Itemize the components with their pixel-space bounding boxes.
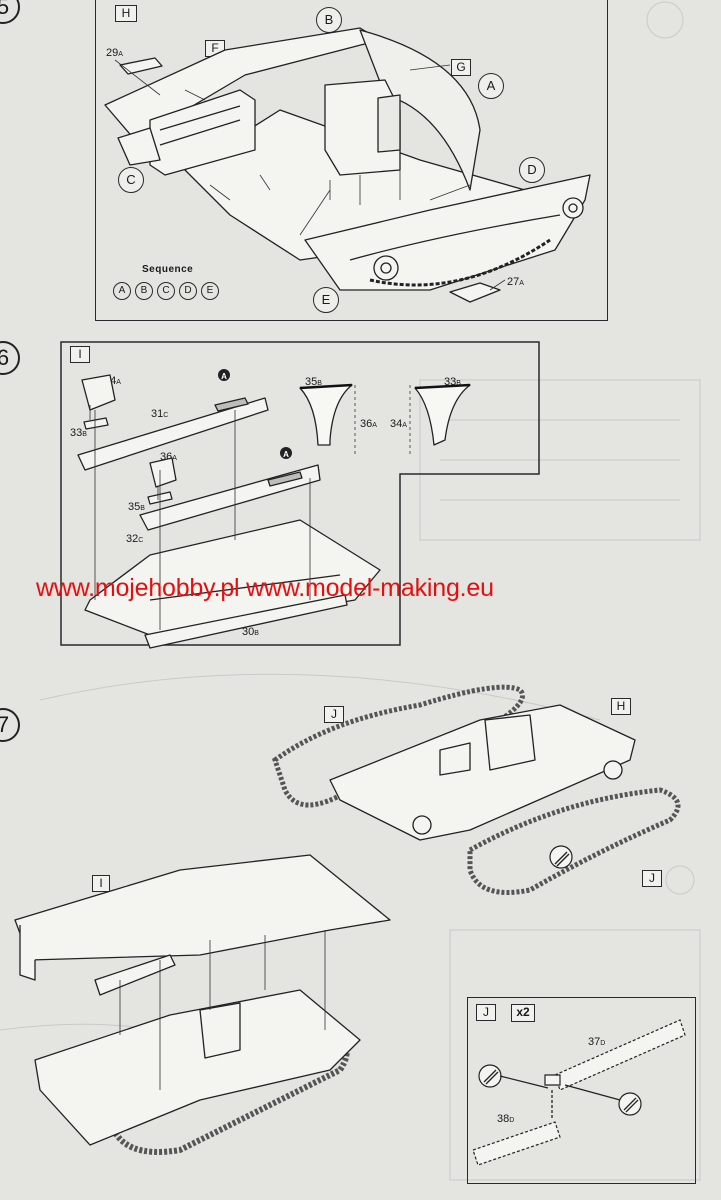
sequence-callout: A <box>478 73 504 99</box>
sequence-step: B <box>135 282 153 300</box>
sequence-callout: E <box>313 287 339 313</box>
part-label: 38D <box>497 1113 515 1125</box>
sequence-step: A <box>113 282 131 300</box>
assembly-tag: J <box>324 706 344 723</box>
sequence-step: D <box>179 282 197 300</box>
sequence-callout: D <box>519 157 545 183</box>
part-label: 35B <box>128 501 145 513</box>
callout-marker: A <box>283 450 289 459</box>
assembly-tag: I <box>70 346 90 363</box>
sequence-callout: C <box>118 167 144 193</box>
assembly-tag: H <box>611 698 631 715</box>
quantity-multiplier: x2 <box>511 1004 535 1022</box>
part-label: 27A <box>507 276 524 288</box>
part-label: 29A <box>106 47 123 59</box>
part-label: 34A <box>390 418 407 430</box>
part-label: 33B <box>70 427 87 439</box>
step-5-frame <box>95 0 608 321</box>
callout-marker: A <box>221 372 227 381</box>
assembly-tag: H <box>115 5 137 22</box>
sequence-step: E <box>201 282 219 300</box>
sequence-step: C <box>157 282 175 300</box>
assembly-tag: G <box>451 59 471 76</box>
assembly-tag: I <box>92 875 110 892</box>
sequence-title: Sequence <box>142 264 194 275</box>
detail-box-J <box>467 997 696 1184</box>
part-label: 30B <box>242 626 259 638</box>
part-label: 37D <box>588 1036 606 1048</box>
part-label: 32C <box>126 533 144 545</box>
assembly-tag: J <box>476 1004 496 1021</box>
watermark-text: www.mojehobby.pl www.model-making.eu <box>36 574 494 602</box>
assembly-tag: J <box>642 870 662 887</box>
part-label: 31C <box>151 408 169 420</box>
part-label: 35B <box>305 376 322 388</box>
part-label: 36A <box>360 418 377 430</box>
